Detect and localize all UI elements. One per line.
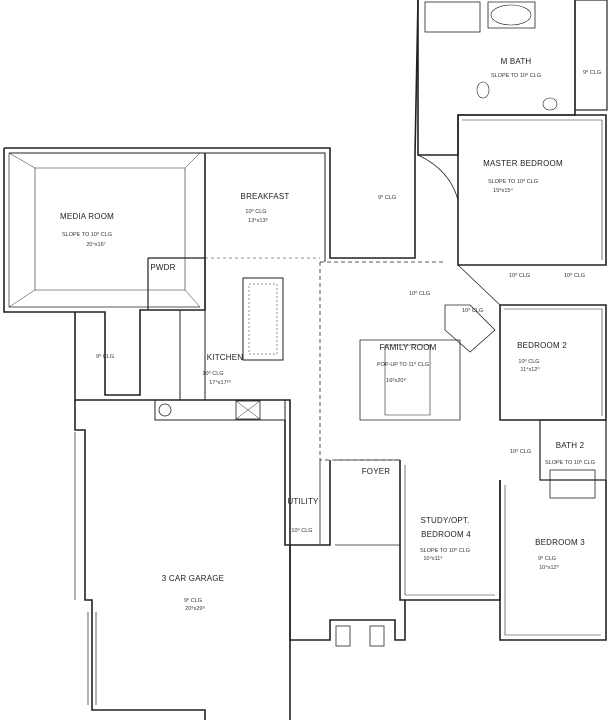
bedroom-2-size: 11⁴x12⁰ xyxy=(520,367,540,373)
fireplace xyxy=(444,304,496,353)
family-room-size: 16⁸x20⁸ xyxy=(386,378,406,384)
master-bedroom-note: SLOPE TO 10⁰ CLG xyxy=(488,179,538,185)
kitchen-size: 17⁴x17¹⁰ xyxy=(209,380,231,386)
garage-wall xyxy=(74,312,291,720)
hall-right-clg-note: 10⁰ CLG xyxy=(462,308,484,314)
kitchen-note: 10⁰ CLG xyxy=(202,371,224,377)
study-label-2: BEDROOM 4 xyxy=(421,530,471,539)
bedroom-3-wall xyxy=(499,480,607,641)
front-entry xyxy=(289,545,406,641)
hall-left-clg-note: 9⁰ CLG xyxy=(96,354,115,360)
master-bedroom-wall xyxy=(457,114,607,266)
m-bath-note: SLOPE TO 10⁰ CLG xyxy=(491,73,541,79)
closet-a-clg-note: 10⁰ CLG xyxy=(509,273,531,279)
family-room-note: POP-UP TO 11⁰ CLG xyxy=(376,362,430,368)
breakfast-note: 10⁰ CLG xyxy=(245,209,267,215)
media-room-inner xyxy=(8,153,200,308)
kitchen-island xyxy=(242,277,284,361)
bath-2-label: BATH 2 xyxy=(555,441,585,450)
study-note: SLOPE TO 10⁰ CLG xyxy=(420,548,470,554)
study-label: STUDY/OPT. xyxy=(420,516,470,525)
bath-closet-clg-note: 9⁰ CLG xyxy=(583,70,602,76)
garage-door xyxy=(74,432,97,705)
pwdr-label: PWDR xyxy=(150,263,176,272)
garage-note: 9⁰ CLG xyxy=(183,598,203,604)
bedroom-2-wall xyxy=(499,304,607,421)
bedroom-3-label: BEDROOM 3 xyxy=(535,538,585,547)
m-bath-tub xyxy=(487,1,536,29)
family-room-label: FAMILY ROOM xyxy=(379,343,437,352)
closet-b-clg-note: 10⁰ CLG xyxy=(564,273,586,279)
study-size: 10⁴x11⁴ xyxy=(423,556,443,562)
garage-size: 20⁸x29⁸ xyxy=(185,606,205,612)
foyer-label: FOYER xyxy=(361,467,391,476)
garage-label: 3 CAR GARAGE xyxy=(161,574,225,583)
bedroom-3-note: 9⁰ CLG xyxy=(537,556,557,562)
exterior-wall-inner xyxy=(9,152,326,262)
media-room-note: SLOPE TO 10⁰ CLG xyxy=(62,232,112,238)
utility-wall xyxy=(284,420,331,546)
bath-2-note: SLOPE TO 10⁰ CLG xyxy=(545,460,595,466)
exterior-wall xyxy=(4,0,419,259)
m-bath-label: M BATH xyxy=(500,57,532,66)
bath2-hall-clg-note: 10⁰ CLG xyxy=(510,449,532,455)
bedroom-2-label: BEDROOM 2 xyxy=(517,341,567,350)
kitchen-counter xyxy=(179,309,206,400)
bedroom-2-note: 10⁰ CLG xyxy=(518,359,540,365)
family-top-clg-note: 10⁰ CLG xyxy=(409,291,431,297)
breakfast-label: BREAKFAST xyxy=(240,192,290,201)
utility-note: 10⁰ CLG xyxy=(291,528,313,534)
kitchen-label: KITCHEN xyxy=(206,353,244,362)
media-room-label: MEDIA ROOM xyxy=(59,212,115,221)
master-bedroom-size: 15⁸x15⁴ xyxy=(493,188,513,194)
master-bedroom-label: MASTER BEDROOM xyxy=(483,159,563,168)
breakfast-size: 13⁴x13⁸ xyxy=(248,218,268,224)
hall-upper-clg-note: 9⁰ CLG xyxy=(378,195,397,201)
bedroom-3-size: 10⁴x12⁰ xyxy=(539,565,559,571)
utility-label: UTILITY xyxy=(287,497,319,506)
family-room-tray xyxy=(359,339,461,421)
family-room-wall xyxy=(319,262,400,461)
media-room-size: 20⁴x16⁷ xyxy=(86,242,106,248)
